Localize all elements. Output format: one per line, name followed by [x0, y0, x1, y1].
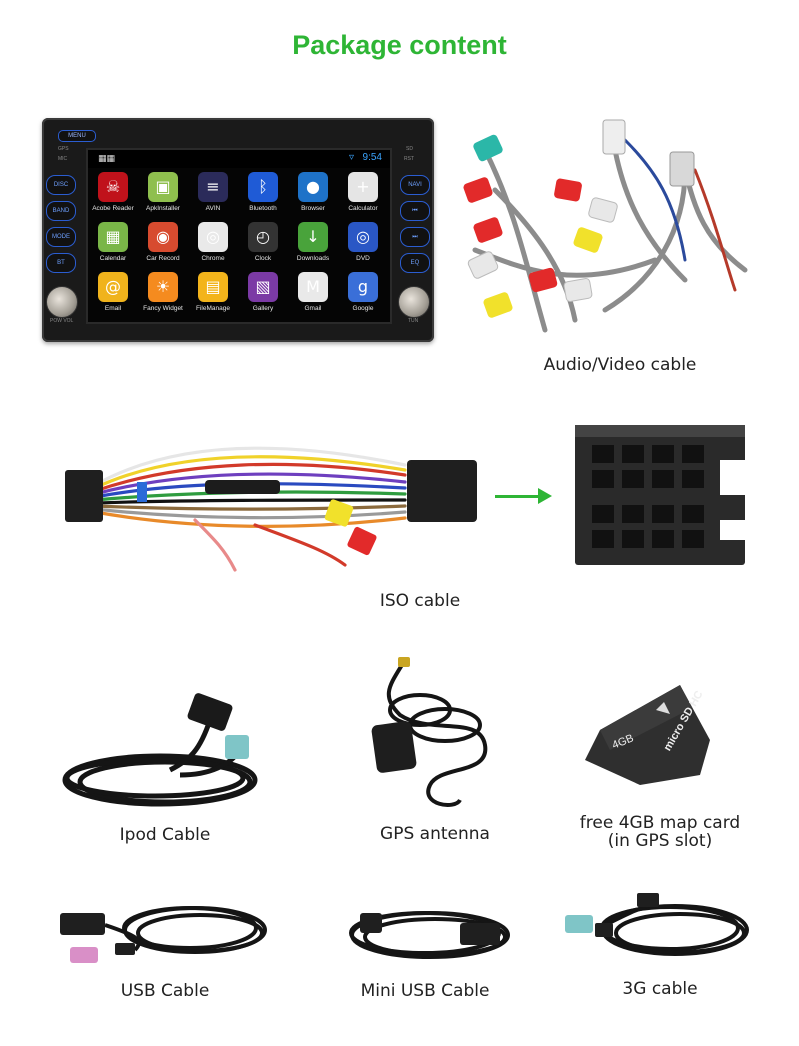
app-icon: ☠	[98, 172, 128, 202]
app-filemanage: ▤ FileManage	[188, 272, 238, 320]
iso-connector-photo	[575, 425, 745, 565]
app-avin: ≡ AVIN	[188, 172, 238, 220]
av-cable-caption: Audio/Video cable	[543, 355, 697, 375]
sd-card-photo	[585, 685, 710, 785]
app-label: Clock	[254, 255, 272, 262]
iso-cable-photo	[65, 446, 477, 572]
app-label: Gmail	[304, 305, 322, 312]
app-icon: g	[348, 272, 378, 302]
app-label: ApkInstaller	[146, 205, 180, 212]
app-label: Gallery	[252, 305, 274, 312]
app-label: Bluetooth	[249, 205, 277, 212]
app-label: Calendar	[99, 255, 127, 262]
3g-cable-photo	[565, 893, 749, 956]
app-email: @ Email	[88, 272, 138, 320]
app-calendar: ▦ Calendar	[88, 222, 138, 270]
app-icon: @	[98, 272, 128, 302]
app-car-record: ◉ Car Record	[138, 222, 188, 270]
tune-knob	[398, 286, 430, 318]
mini-usb-cable-photo	[349, 911, 510, 959]
app-label: Acobe Reader	[92, 205, 134, 212]
ipod-cable-photo	[62, 693, 258, 807]
app-label: AVIN	[205, 205, 221, 212]
app-label: Fancy Widget	[143, 305, 183, 312]
app-icon: +	[348, 172, 378, 202]
app-label: DVD	[356, 255, 370, 262]
app-label: Browser	[301, 205, 325, 212]
ipod-cable-caption: Ipod Cable	[119, 825, 211, 845]
map-card-caption-line1: free 4GB map card	[579, 813, 741, 833]
app-label: Car Record	[146, 255, 180, 262]
app-calculator: + Calculator	[338, 172, 388, 220]
app-icon: ☀	[148, 272, 178, 302]
app-icon: ▦	[98, 222, 128, 252]
app-gallery: ▧ Gallery	[238, 272, 288, 320]
app-gmail: M Gmail	[288, 272, 338, 320]
next-button: ⏭	[400, 227, 430, 247]
app-icon: ↓	[298, 222, 328, 252]
pow-vol-label: POW VOL	[50, 318, 74, 324]
app-label: Email	[104, 305, 122, 312]
sd-label: SD	[406, 146, 413, 152]
mic-label: MIC	[58, 156, 68, 162]
usb-cable-caption: USB Cable	[120, 981, 210, 1001]
app-fancy-widget: ☀ Fancy Widget	[138, 272, 188, 320]
eq-button: EQ	[400, 253, 430, 273]
app-icon: ▧	[248, 272, 278, 302]
volume-knob	[46, 286, 78, 318]
status-bar: ▦▦ ▿ 9:54	[88, 150, 390, 168]
app-grid-icon: ▦▦	[98, 154, 116, 164]
arrow-right-icon	[538, 488, 552, 504]
app-label: Calculator	[348, 205, 378, 212]
app-icon: ▤	[198, 272, 228, 302]
app-label: FileManage	[196, 305, 230, 312]
bt-button: BT	[46, 253, 76, 273]
app-icon: ◎	[348, 222, 378, 252]
app-browser: ● Browser	[288, 172, 338, 220]
app-icon: M	[298, 272, 328, 302]
mode-button: MODE	[46, 227, 76, 247]
app-icon: ▣	[148, 172, 178, 202]
status-clock: 9:54	[362, 152, 382, 163]
app-icon: ◎	[198, 222, 228, 252]
usb-cable-photo	[60, 906, 267, 963]
gps-antenna-photo	[371, 657, 488, 807]
map-card-caption-line2: (in GPS slot)	[607, 831, 713, 851]
prev-button: ⏮	[400, 201, 430, 221]
app-dvd: ◎ DVD	[338, 222, 388, 270]
arrow-line	[495, 495, 540, 498]
page-title: Package content	[292, 30, 507, 60]
app-chrome: ◎ Chrome	[188, 222, 238, 270]
app-icon: ◴	[248, 222, 278, 252]
band-button: BAND	[46, 201, 76, 221]
app-icon: ≡	[198, 172, 228, 202]
app-bluetooth: ᛒ Bluetooth	[238, 172, 288, 220]
app-icon: ◉	[148, 222, 178, 252]
menu-button: MENU	[58, 130, 96, 142]
disc-button: DISC	[46, 175, 76, 195]
app-icon: ●	[298, 172, 328, 202]
3g-cable-caption: 3G cable	[622, 979, 698, 999]
gps-antenna-caption: GPS antenna	[380, 824, 490, 844]
app-apkinstaller: ▣ ApkInstaller	[138, 172, 188, 220]
app-label: Chrome	[201, 255, 225, 262]
rst-label: RST	[404, 156, 414, 162]
app-downloads: ↓ Downloads	[288, 222, 338, 270]
av-cable-photo	[463, 119, 748, 333]
navi-button: NAVI	[400, 175, 430, 195]
tun-label: TUN	[408, 318, 419, 324]
gps-label: GPS	[58, 146, 69, 152]
mini-usb-cable-caption: Mini USB Cable	[360, 981, 490, 1001]
wifi-icon: ▿	[348, 152, 354, 163]
app-label: Downloads	[296, 255, 330, 262]
app-label: Google	[352, 305, 374, 312]
iso-cable-caption: ISO cable	[379, 591, 461, 611]
map-card-caption: free 4GB map card (in GPS slot)	[570, 814, 750, 850]
app-clock: ◴ Clock	[238, 222, 288, 270]
app-acobe-reader: ☠ Acobe Reader	[88, 172, 138, 220]
head-unit-screen: ▦▦ ▿ 9:54 ☠ Acobe Reader ▣ ApkInstaller ≡ AVI…	[86, 148, 392, 324]
app-icon: ᛒ	[248, 172, 278, 202]
